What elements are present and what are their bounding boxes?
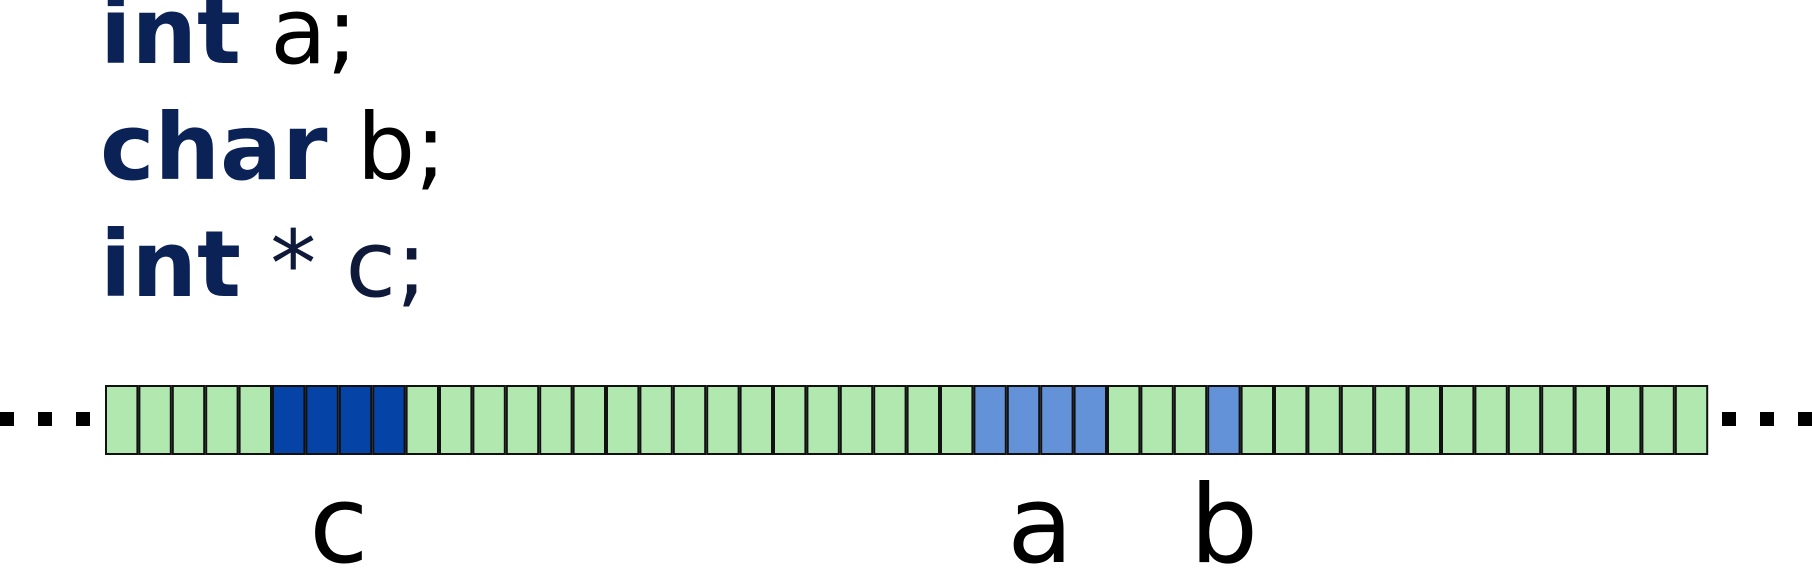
keyword-char: char [100, 94, 328, 201]
memory-cell [439, 385, 473, 455]
memory-cell [505, 385, 540, 455]
memory-cell [1307, 385, 1341, 455]
memory-cell [1107, 385, 1141, 455]
memory-cell [639, 385, 673, 455]
memory-cell [138, 385, 172, 455]
memory-cell [405, 385, 440, 455]
ellipsis-dot [1760, 412, 1774, 426]
memory-cell [1207, 385, 1241, 455]
memory-cell [305, 385, 339, 455]
memory-cell [1541, 385, 1575, 455]
memory-cell [1574, 385, 1608, 455]
memory-cell [806, 385, 840, 455]
memory-cell [1374, 385, 1408, 455]
declaration-c: * c; [241, 211, 428, 318]
memory-cell [873, 385, 907, 455]
memory-cell [338, 385, 373, 455]
memory-cell [773, 385, 807, 455]
ellipsis-dot [76, 412, 90, 426]
memory-cell [272, 385, 306, 455]
memory-cell [1006, 385, 1041, 455]
left-ellipsis [0, 412, 90, 426]
code-line-char-b: char b; [100, 102, 446, 194]
memory-cell [1641, 385, 1675, 455]
ellipsis-dot [1798, 412, 1812, 426]
memory-cell [572, 385, 606, 455]
memory-cell [839, 385, 874, 455]
memory-cell [706, 385, 740, 455]
memory-cells [105, 385, 1709, 455]
memory-cell [973, 385, 1007, 455]
memory-cell [1608, 385, 1642, 455]
memory-cell [1407, 385, 1441, 455]
memory-cell [539, 385, 573, 455]
memory-cell [1173, 385, 1208, 455]
memory-cell [1274, 385, 1308, 455]
memory-cell [238, 385, 273, 455]
memory-cell [372, 385, 406, 455]
ellipsis-dot [0, 412, 14, 426]
memory-cell [1340, 385, 1375, 455]
declaration-a: a; [241, 0, 358, 85]
label-b: b [1189, 463, 1259, 588]
memory-diagram [0, 385, 1812, 455]
code-line-int-pointer-c: int * c; [100, 219, 427, 311]
memory-cell [940, 385, 974, 455]
memory-cell [171, 385, 206, 455]
memory-cell [1240, 385, 1274, 455]
memory-cell [472, 385, 506, 455]
memory-cell [739, 385, 773, 455]
memory-cell [1040, 385, 1074, 455]
memory-cell [1474, 385, 1508, 455]
label-a: a [1007, 463, 1074, 588]
memory-cell [105, 385, 139, 455]
ellipsis-dot [38, 412, 52, 426]
memory-cell [906, 385, 940, 455]
label-c: c [309, 463, 369, 588]
ellipsis-dot [1722, 412, 1736, 426]
code-line-int-a: int a; [100, 0, 358, 78]
keyword-int: int [100, 0, 242, 85]
declaration-b: b; [327, 94, 447, 201]
right-ellipsis [1722, 412, 1812, 426]
memory-cell [1674, 385, 1709, 455]
memory-cell [1441, 385, 1475, 455]
memory-cell [672, 385, 707, 455]
memory-cell [606, 385, 640, 455]
memory-cell [205, 385, 239, 455]
memory-cell [1073, 385, 1107, 455]
memory-cell [1140, 385, 1174, 455]
keyword-int-pointer: int [100, 211, 242, 318]
memory-cell [1507, 385, 1542, 455]
